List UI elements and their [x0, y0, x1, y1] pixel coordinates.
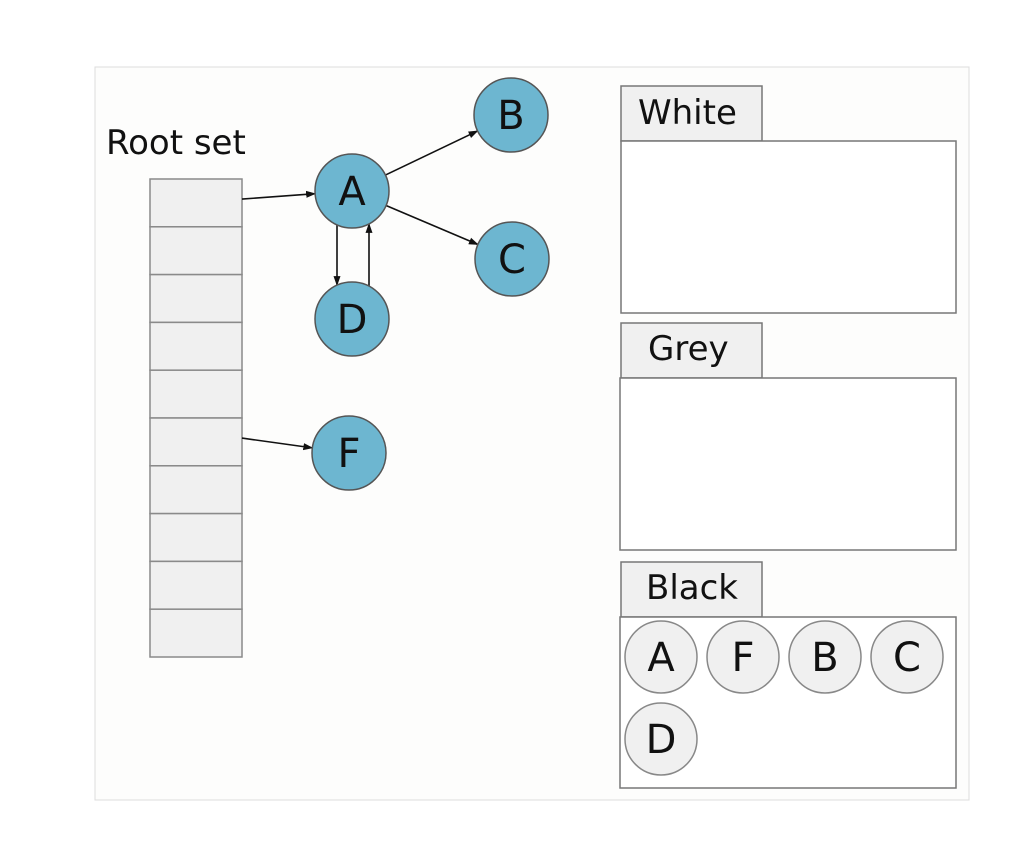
node-label: C	[498, 237, 526, 283]
node-label: A	[338, 169, 366, 215]
root-slot	[149, 321, 243, 371]
edge-A-to-B	[385, 130, 479, 176]
node-circle	[314, 153, 390, 229]
root-set-label: Root set	[106, 123, 246, 163]
black-member-A: A	[624, 620, 698, 694]
member-circle	[624, 620, 698, 694]
node-A: A	[314, 153, 390, 229]
root-slot	[149, 465, 243, 515]
root-slot	[149, 608, 243, 658]
node-B: B	[473, 77, 549, 153]
member-label: A	[647, 635, 675, 681]
reference-edges	[241, 130, 479, 451]
white-set: White	[620, 85, 957, 314]
black-set: Black A F B C D	[619, 561, 957, 789]
root-slot	[149, 273, 243, 324]
node-circle	[473, 77, 549, 153]
black-member-B: B	[788, 620, 862, 694]
white-set-tab	[620, 85, 763, 142]
member-circle	[624, 702, 698, 776]
grey-set-label: Grey	[648, 329, 729, 369]
member-label: F	[731, 635, 754, 681]
member-circle	[870, 620, 944, 694]
root-slot	[149, 512, 243, 563]
node-circle	[311, 415, 387, 491]
edge-A-to-C	[385, 204, 479, 246]
root-slot	[149, 369, 243, 419]
member-circle	[706, 620, 780, 694]
black-member-D: D	[624, 702, 698, 776]
black-set-label: Black	[646, 568, 738, 608]
white-set-label: White	[638, 93, 737, 133]
member-circle	[788, 620, 862, 694]
root-set-slots	[149, 178, 243, 658]
black-set-members: A F B C D	[624, 620, 944, 776]
node-D: D	[314, 281, 390, 357]
node-C: C	[474, 221, 550, 297]
member-label: C	[893, 635, 921, 681]
black-member-F: F	[706, 620, 780, 694]
root-slot	[149, 226, 243, 276]
node-label: B	[497, 93, 524, 139]
node-label: D	[337, 297, 368, 343]
root-slot	[149, 178, 243, 228]
edge-root-slot-6-to-F	[241, 437, 314, 451]
grey-set-tab	[620, 322, 763, 379]
node-F: F	[311, 415, 387, 491]
grey-set: Grey	[619, 322, 957, 551]
node-circle	[474, 221, 550, 297]
node-label: F	[337, 431, 360, 477]
edge-root-slot-1-to-A	[241, 190, 317, 200]
node-circle	[314, 281, 390, 357]
object-nodes: A B C D F	[311, 77, 550, 491]
white-set-box	[620, 140, 957, 314]
member-label: B	[811, 635, 838, 681]
root-slot	[149, 417, 243, 467]
black-member-C: C	[870, 620, 944, 694]
black-set-tab	[620, 561, 763, 618]
member-label: D	[646, 717, 677, 763]
grey-set-box	[619, 377, 957, 551]
root-slot	[149, 560, 243, 610]
